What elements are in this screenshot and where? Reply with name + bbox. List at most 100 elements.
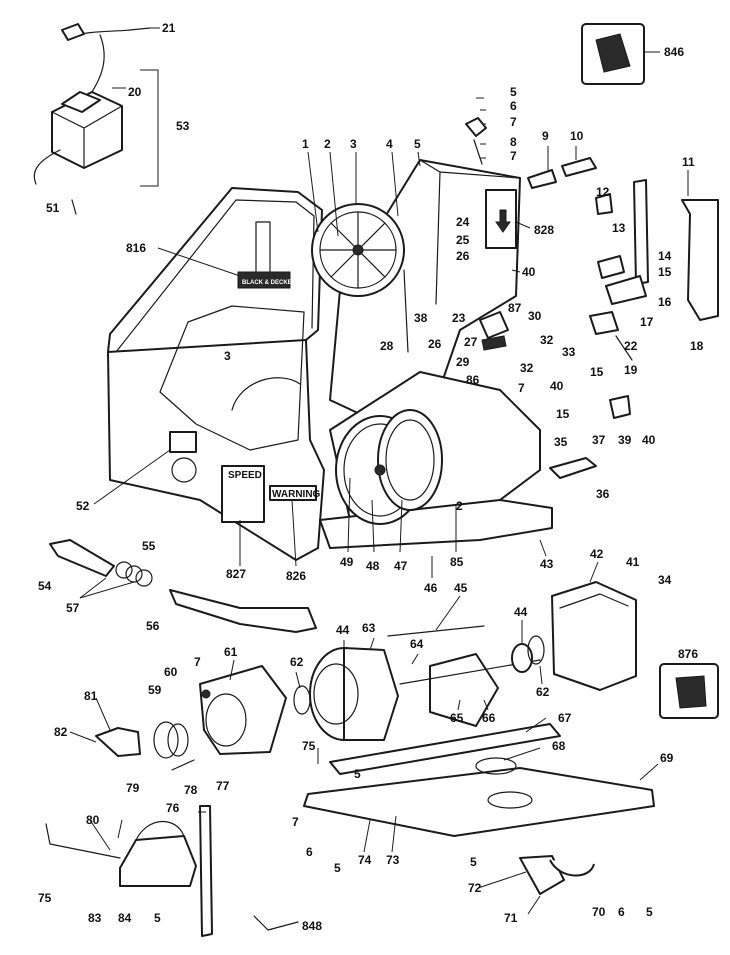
callout-2: 2 [324,137,331,151]
leader-lines [69,27,689,915]
callout-18: 18 [690,339,704,353]
callout-64: 64 [410,637,424,651]
callout-85: 85 [450,555,464,569]
callout-846: 846 [664,45,684,59]
callout-57: 57 [66,601,80,615]
callout-81: 81 [84,689,98,703]
callout-33: 33 [562,345,576,359]
table-assembly [45,723,655,937]
callout-71: 71 [504,911,518,925]
callout-63: 63 [362,621,376,635]
callout-38: 38 [414,311,428,325]
callout-75: 75 [302,739,316,753]
callout-66: 66 [482,711,496,725]
callout-75b: 75 [38,891,52,905]
callout-15b: 15 [590,365,604,379]
callout-labels: 21 20 53 51 846 5 6 7 8 7 9 10 11 12 14 … [38,21,704,933]
callout-827: 827 [226,567,246,581]
callout-41: 41 [626,555,640,569]
callout-70: 70 [592,905,606,919]
callout-7c: 7 [518,381,525,395]
callout-54: 54 [38,579,52,593]
callout-26b: 26 [428,337,442,351]
callout-72: 72 [468,881,482,895]
callout-59: 59 [148,683,162,697]
callout-32: 32 [540,333,554,347]
callout-4: 4 [386,137,393,151]
callout-17: 17 [640,315,654,329]
callout-14: 14 [658,249,672,263]
callout-82: 82 [54,725,68,739]
callout-6b: 6 [618,905,625,919]
callout-36: 36 [596,487,610,501]
callout-16: 16 [658,295,672,309]
callout-76: 76 [166,801,180,815]
callout-73: 73 [386,853,400,867]
callout-7e: 7 [292,815,299,829]
callout-23: 23 [452,311,466,325]
callout-40b: 40 [550,379,564,393]
callout-21: 21 [162,21,176,35]
callout-32b: 32 [520,361,534,375]
callout-79: 79 [126,781,140,795]
callout-83: 83 [88,911,102,925]
callout-68: 68 [552,739,566,753]
callout-15: 15 [658,265,672,279]
callout-51: 51 [46,201,60,215]
callout-67: 67 [558,711,572,725]
callout-43: 43 [540,557,554,571]
callout-84: 84 [118,911,132,925]
callout-25: 25 [456,233,470,247]
callout-9: 9 [542,129,549,143]
callout-44: 44 [336,623,350,637]
callout-7d: 7 [194,655,201,669]
callout-1: 1 [302,137,309,151]
callout-876: 876 [678,647,698,661]
callout-49: 49 [340,555,354,569]
callout-87: 87 [508,301,522,315]
transformer-assembly [33,23,159,215]
callout-27: 27 [464,335,478,349]
callout-5b: 5 [414,137,421,151]
callout-7b: 7 [510,149,517,163]
callout-40: 40 [522,265,536,279]
main-frame: SPEED WARNING BLACK & DECKER [107,159,597,561]
callout-816: 816 [126,241,146,255]
upper-hardware [465,117,719,419]
callout-77: 77 [216,779,230,793]
callout-48: 48 [366,559,380,573]
brand-badge: BLACK & DECKER [242,280,297,286]
callout-5e: 5 [470,855,477,869]
callout-826: 826 [286,569,306,583]
callout-15c: 15 [556,407,570,421]
callout-61: 61 [224,645,238,659]
parts-bag [581,23,645,85]
callout-22: 22 [624,339,638,353]
callout-848: 848 [302,919,322,933]
callout-40c: 40 [642,433,656,447]
callout-60: 60 [164,665,178,679]
callout-8: 8 [510,135,517,149]
callout-30: 30 [528,309,542,323]
callout-45: 45 [454,581,468,595]
callout-12: 12 [596,185,610,199]
callout-29: 29 [456,355,470,369]
callout-28: 28 [380,339,394,353]
callout-6: 6 [306,845,313,859]
callout-37: 37 [592,433,606,447]
motor-assembly [49,539,637,771]
callout-47: 47 [394,559,408,573]
callout-11: 11 [682,155,695,169]
callout-35: 35 [554,435,568,449]
callout-44b: 44 [514,605,528,619]
callout-56: 56 [146,619,160,633]
callout-39: 39 [618,433,632,447]
callout-5f: 5 [154,911,161,925]
callout-69: 69 [660,751,674,765]
callout-3: 3 [350,137,357,151]
callout-42: 42 [590,547,604,561]
kit-inset [659,663,719,719]
callout-80: 80 [86,813,100,827]
warning-label: WARNING [272,489,321,500]
